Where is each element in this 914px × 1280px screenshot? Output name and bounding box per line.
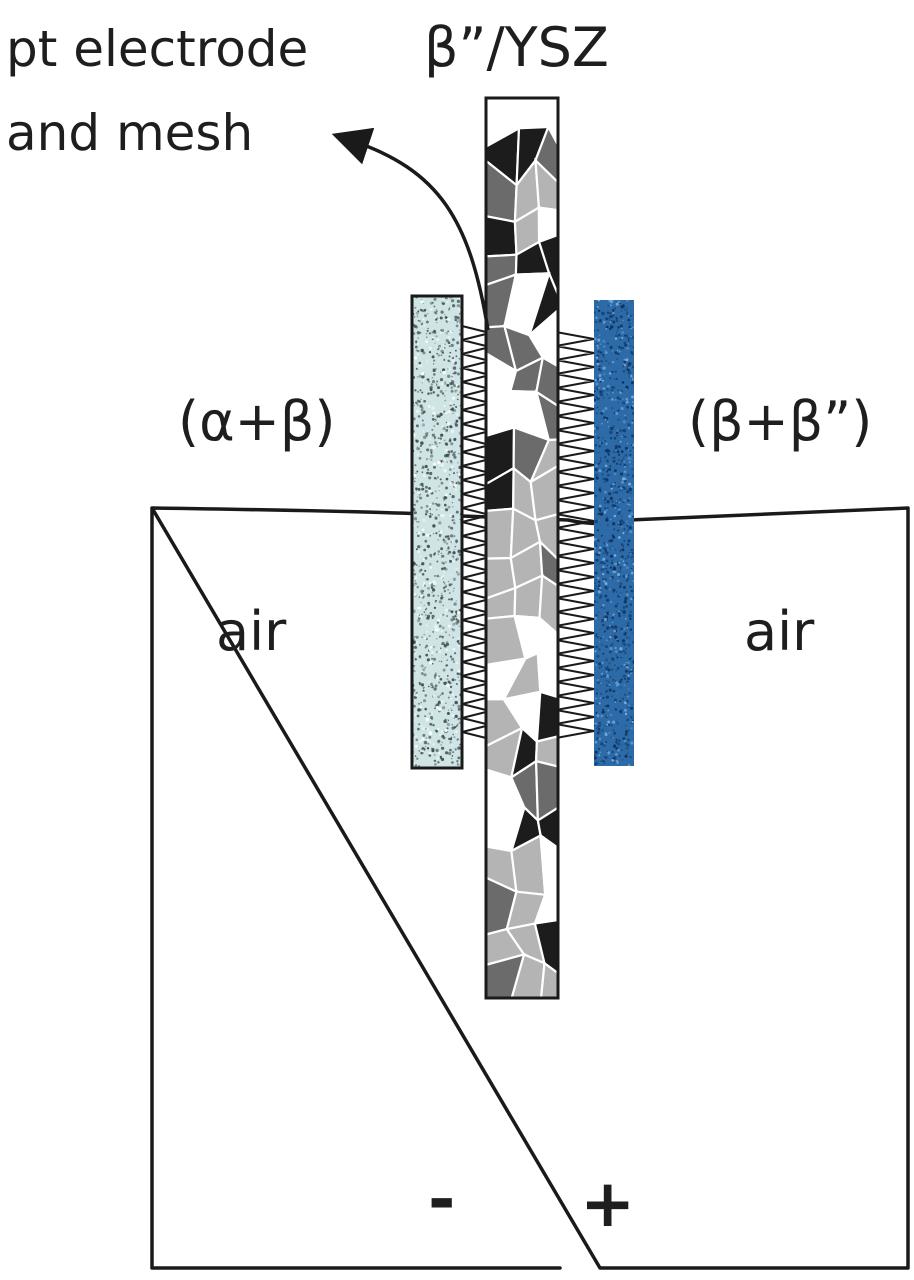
pt-electrode-label-line2: and mesh bbox=[6, 104, 253, 162]
right-electrode-beta-betadoubleprime bbox=[594, 300, 634, 766]
left-electrode-alpha-beta bbox=[410, 294, 464, 770]
right-air-label: air bbox=[744, 600, 815, 663]
left-electrode-label: (α+β) bbox=[178, 390, 335, 453]
electrolyte-beta-ysz bbox=[484, 96, 560, 1000]
right-electrode-label: (β+β”) bbox=[688, 390, 872, 453]
negative-terminal-label: - bbox=[428, 1161, 455, 1238]
right-electrode-texture bbox=[594, 300, 634, 766]
left-electrode-texture bbox=[412, 296, 462, 767]
electrolyte-grains bbox=[486, 98, 558, 998]
pt-electrode-label-line1: pt electrode bbox=[6, 20, 308, 78]
positive-terminal-label: + bbox=[580, 1165, 635, 1242]
pt-electrode-pointer-arrow bbox=[331, 127, 490, 331]
electrolyte-label: β”/YSZ bbox=[424, 16, 609, 79]
right-pt-mesh bbox=[555, 331, 595, 739]
left-air-label: air bbox=[216, 600, 287, 663]
